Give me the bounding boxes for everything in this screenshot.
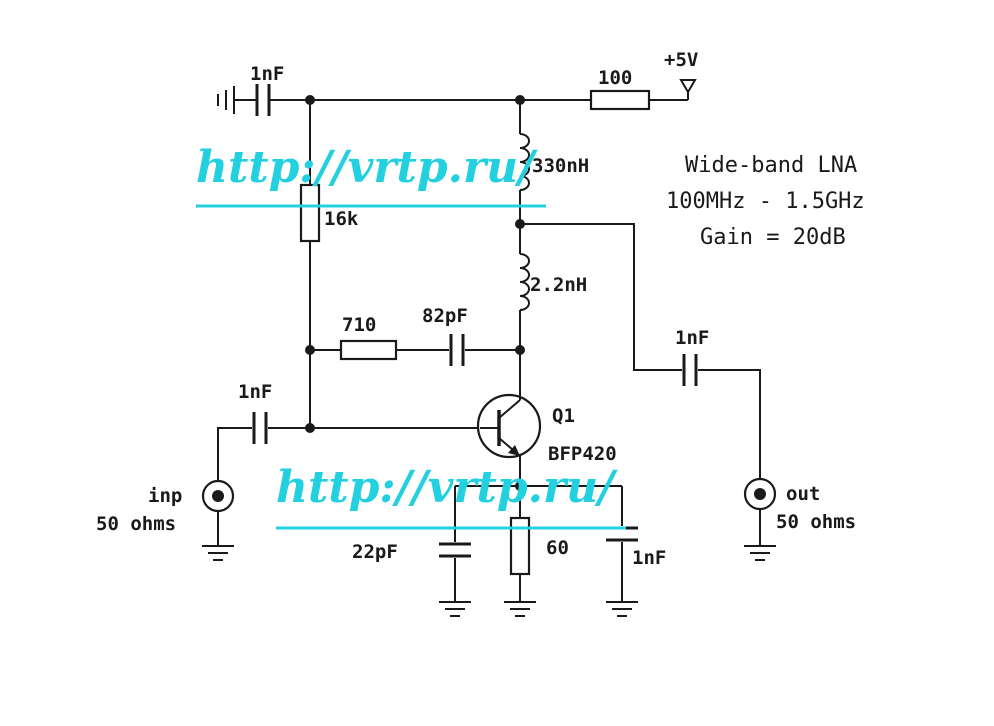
output-port-label: out <box>786 483 820 505</box>
output-impedance-label: 50 ohms <box>776 511 856 533</box>
title-line-2: 100MHz - 1.5GHz <box>666 189 865 214</box>
transistor-q1 <box>476 393 542 459</box>
feedback-capacitor-label: 82pF <box>422 305 468 327</box>
feedback-resistor-label: 710 <box>342 314 376 336</box>
emitter-resistor <box>509 516 531 576</box>
bias-resistor <box>299 183 321 243</box>
decoupling-ground-symbol <box>217 86 256 114</box>
junction-dot <box>515 219 525 229</box>
output-port-wire <box>698 369 761 480</box>
choke1-label: 330nH <box>532 155 589 177</box>
output-capacitor-label: 1nF <box>675 327 709 349</box>
junction-dot <box>305 345 315 355</box>
input-connector-icon <box>201 479 235 561</box>
junction-dot <box>305 95 315 105</box>
supply-arrow-icon <box>679 79 697 94</box>
junction-dot <box>515 481 525 491</box>
emitter-capacitor-label: 22pF <box>352 541 398 563</box>
supply-resistor-label: 100 <box>598 67 632 89</box>
watermark-top: http://vrtp.ru/ <box>196 142 546 208</box>
title-line-1: Wide-band LNA <box>685 153 857 178</box>
junction-dot <box>305 423 315 433</box>
bias-resistor-label: 16k <box>324 208 359 230</box>
choke1-inductor <box>519 133 530 191</box>
choke2-label: 2.2nH <box>530 274 587 296</box>
title-line-3: Gain = 20dB <box>700 225 846 250</box>
supply-voltage-label: +5V <box>664 49 698 71</box>
ground-icon <box>504 601 536 617</box>
q1-reference-label: Q1 <box>552 405 575 427</box>
input-port-wire <box>217 427 252 480</box>
supply-resistor <box>589 89 651 111</box>
emitter-resistor-label: 60 <box>546 537 569 559</box>
svg-text:http://vrtp.ru/: http://vrtp.ru/ <box>276 462 618 513</box>
output-wire <box>520 223 682 371</box>
ground-icon <box>439 601 471 617</box>
input-impedance-label: 50 ohms <box>96 513 176 535</box>
decoupling-capacitor <box>255 84 271 116</box>
bypass-capacitor-label: 1nF <box>632 547 666 569</box>
feedback-resistor <box>339 339 398 361</box>
input-port-label: inp <box>148 485 182 507</box>
junction-dot <box>515 95 525 105</box>
junction-dot <box>515 345 525 355</box>
ground-icon <box>606 601 638 617</box>
svg-text:http://vrtp.ru/: http://vrtp.ru/ <box>196 142 538 193</box>
q1-part-label: BFP420 <box>548 443 617 465</box>
watermark-bottom: http://vrtp.ru/ <box>276 462 626 530</box>
choke2-inductor <box>519 253 530 311</box>
input-capacitor-label: 1nF <box>238 381 272 403</box>
decoupling-capacitor-label: 1nF <box>250 63 284 85</box>
output-connector-icon <box>743 477 777 561</box>
